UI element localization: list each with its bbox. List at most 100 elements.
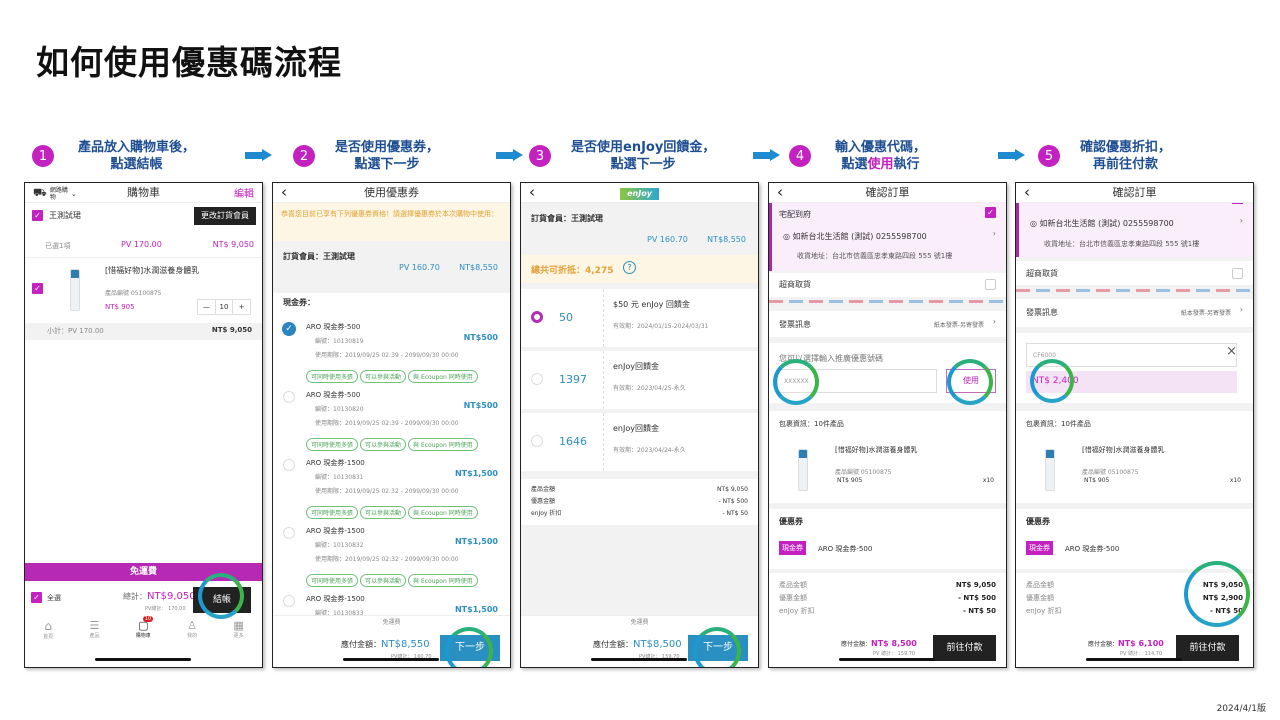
coupon-tag: 與 Ecoupon 同時使用 — [408, 370, 478, 383]
coupon-value: NT$500 — [463, 333, 498, 342]
coupon-tag: 可以參與活動 — [360, 574, 407, 587]
chevron-right-icon[interactable]: › — [992, 229, 996, 238]
promo-code-input[interactable]: CF6000 — [1026, 343, 1237, 367]
order-pv: PV 160.70 — [647, 235, 688, 244]
radio-button[interactable] — [283, 459, 295, 471]
help-icon[interactable]: ? — [623, 261, 636, 274]
clear-icon[interactable]: × — [1226, 344, 1237, 359]
cart-title: 購物車 — [127, 186, 160, 199]
pv-total: PV 總計： 114.70 — [1120, 651, 1163, 657]
select-all-checkbox[interactable]: ✓ — [31, 592, 42, 603]
invoice-label: 發票訊息 — [1026, 308, 1058, 317]
enjoy-item[interactable]: 50 $50 元 enJoy 回饋金 有效期：2024/01/15-2024/0… — [521, 289, 758, 347]
enjoy-valid: 有效期：2024/01/15-2024/03/31 — [613, 323, 709, 330]
envelope-stripe — [769, 300, 1006, 303]
arrow-right-icon — [245, 149, 272, 161]
free-shipping-label: 免運費 — [630, 619, 649, 626]
enjoy-name: enJoy回饋金 — [613, 424, 659, 433]
proceed-payment-button[interactable]: 前往付款 — [1176, 635, 1239, 661]
free-shipping-label: 免運費 — [382, 619, 401, 626]
order-amount: NT$8,550 — [707, 235, 746, 244]
coupon-tag: 可同時使用多張 — [306, 438, 359, 451]
coupon-name: ARO 現金券-1500 — [306, 527, 365, 535]
mode-selector[interactable]: ⛟網路購物⌄ — [33, 186, 77, 201]
quantity-stepper[interactable]: —10+ — [197, 299, 251, 315]
member-name: 王測試珺 — [49, 211, 81, 220]
coupon-period: 使用期限：2019/09/25 02:32 - 2099/09/30 00:00 — [315, 488, 459, 495]
promo-code-input[interactable]: XXXXXX — [777, 369, 937, 393]
use-promo-button[interactable]: 使用 — [946, 369, 996, 393]
invoice-row[interactable] — [1016, 299, 1253, 327]
subtotal-amount: NT$ 9,050 — [211, 326, 252, 334]
screen-coupons: 使用優惠券 ‹ 恭喜您目前已享有下列優惠券資格！請選擇優惠券於本次購物中使用： … — [272, 182, 511, 668]
radio-button[interactable] — [283, 595, 295, 607]
pay-amount: NT$8,550 — [381, 639, 430, 650]
grid-icon: ▦ — [233, 619, 244, 632]
tab-products[interactable]: ☰產品 — [89, 619, 100, 639]
summary-value: NT$ 9,050 — [1202, 581, 1243, 589]
back-icon[interactable]: ‹ — [777, 183, 783, 201]
step-text-line1: 輸入優惠代碼， — [835, 140, 927, 155]
radio-button[interactable] — [531, 435, 543, 447]
enjoy-points: 1646 — [559, 435, 587, 448]
change-member-button[interactable]: 更改訂貨會員 — [194, 207, 256, 225]
invoice-row[interactable] — [769, 311, 1006, 337]
coupon-tag: 可以參與活動 — [360, 438, 407, 451]
step-number: 1 — [32, 145, 54, 167]
pay-label: 應付金額： — [341, 640, 381, 649]
quantity-value[interactable]: 10 — [219, 303, 229, 311]
store-pickup-checkbox[interactable] — [985, 279, 996, 290]
summary-label: 優惠金額 — [1026, 594, 1054, 602]
plus-button[interactable]: + — [232, 300, 250, 314]
radio-button[interactable] — [283, 527, 295, 539]
next-button[interactable]: 下一步 — [688, 635, 748, 661]
minus-button[interactable]: — — [198, 300, 216, 314]
selected-radio-icon[interactable] — [531, 311, 543, 323]
tab-more[interactable]: ▦更多 — [233, 619, 244, 639]
truck-icon: ⛟ — [33, 186, 47, 199]
enjoy-item[interactable]: 1397 enJoy回饋金 有效期：2023/04/25-永久 — [521, 351, 758, 409]
chevron-right-icon[interactable]: › — [1239, 305, 1243, 314]
enjoy-item[interactable]: 1646 enJoy回饋金 有效期：2023/04/24-永久 — [521, 413, 758, 471]
home-indicator — [839, 658, 935, 661]
edit-button[interactable]: 編輯 — [234, 189, 254, 200]
back-icon[interactable]: ‹ — [1024, 183, 1030, 201]
home-indicator — [1086, 658, 1182, 661]
product-checkbox[interactable]: ✓ — [32, 283, 43, 294]
radio-button[interactable] — [531, 373, 543, 385]
deductible-total: 總共可折抵：4,275 — [531, 266, 614, 276]
step-3: 3 是否使用enJoy回饋金，點選下一步 — [529, 136, 749, 176]
store-pickup-checkbox[interactable] — [1232, 268, 1243, 279]
back-icon[interactable]: ‹ — [529, 183, 535, 201]
back-icon[interactable]: ‹ — [281, 183, 287, 201]
chevron-right-icon[interactable]: › — [1239, 216, 1243, 225]
promo-code-label: 您可以選擇輸入推廣優惠號碼 — [779, 354, 883, 363]
page-title: 如何使用優惠碼流程 — [36, 43, 342, 82]
arrow-right-icon — [753, 149, 780, 161]
coupon-period: 使用期限：2019/09/25 02:39 - 2099/09/30 00:00 — [315, 420, 459, 427]
confirm-title: 確認訂單 — [865, 186, 910, 199]
next-button[interactable]: 下一步 — [440, 635, 500, 661]
order-pv: PV 160.70 — [399, 263, 440, 272]
radio-button[interactable] — [283, 391, 295, 403]
package-info: 包裹資訊：10件產品 — [1026, 420, 1091, 428]
coupon-tag: 可同時使用多張 — [306, 574, 359, 587]
tab-profile[interactable]: ♙我的 — [187, 619, 198, 639]
subtotal-pv: 小計：PV 170.00 — [47, 327, 104, 335]
checkout-button[interactable]: 結帳 — [193, 587, 251, 613]
tab-home[interactable]: ⌂首頁 — [43, 619, 54, 640]
chevron-right-icon[interactable]: › — [992, 317, 996, 326]
home-delivery-checkbox[interactable]: ✓ — [985, 207, 996, 218]
pay-label: 應付金額： — [1088, 641, 1119, 648]
step-number: 2 — [293, 145, 315, 167]
coupon-code: 編號：10130831 — [315, 474, 364, 481]
member-checkbox[interactable]: ✓ — [32, 210, 43, 221]
total-label: 總計： — [123, 592, 147, 601]
bag-icon: ▢ — [138, 619, 149, 632]
proceed-payment-button[interactable]: 前往付款 — [933, 635, 996, 661]
product-image — [70, 269, 80, 311]
checked-radio-icon[interactable]: ✓ — [282, 322, 296, 336]
